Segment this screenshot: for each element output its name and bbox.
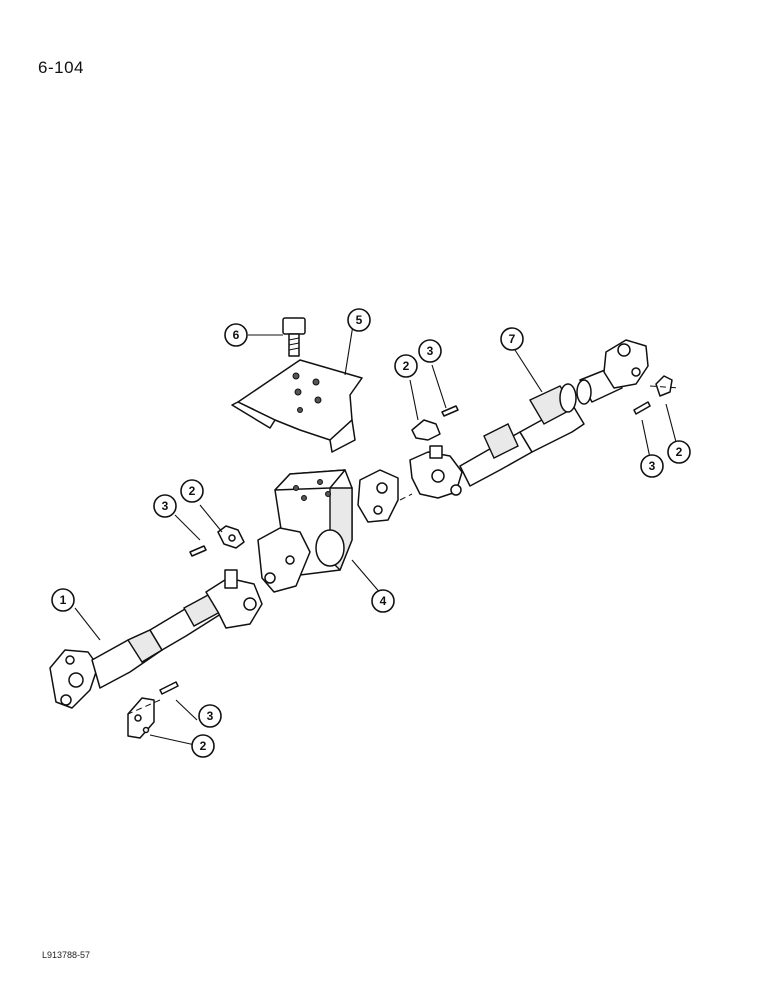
callout-3-front: 3 — [198, 704, 222, 728]
callout-2-center: 2 — [394, 354, 418, 378]
callout-2-left: 2 — [180, 479, 204, 503]
callout-5: 5 — [347, 308, 371, 332]
callout-3-rear: 3 — [640, 454, 664, 478]
center-bearing-housing — [257, 469, 399, 593]
callout-3-center: 3 — [418, 339, 442, 363]
callout-7: 7 — [500, 327, 524, 351]
callout-2-center-label: 2 — [403, 359, 410, 373]
callout-2-rear: 2 — [667, 440, 691, 464]
bolt-center — [441, 405, 459, 417]
bolt-rear — [633, 401, 651, 415]
leader-lines — [74, 324, 677, 746]
mounting-bracket — [231, 359, 363, 453]
callout-3-left: 3 — [153, 494, 177, 518]
callout-4-label: 4 — [380, 594, 387, 608]
callout-3-rear-label: 3 — [649, 459, 656, 473]
page-number: 6-104 — [38, 58, 84, 77]
figure-code: L913788-57 — [42, 950, 91, 960]
clamp-plate-front — [127, 697, 155, 739]
bolt-front — [159, 681, 179, 695]
callout-1: 1 — [51, 588, 75, 612]
callout-6: 6 — [224, 323, 248, 347]
clamp-strap-rear — [655, 375, 673, 397]
centerline-housing — [399, 493, 413, 501]
bolt-left — [189, 545, 207, 557]
clamp-strap-center — [411, 419, 441, 441]
callout-3-front-label: 3 — [207, 709, 214, 723]
callout-2-rear-label: 2 — [676, 445, 683, 459]
callout-1-label: 1 — [60, 593, 67, 607]
clamp-strap-left — [217, 525, 245, 549]
callout-2-left-label: 2 — [189, 484, 196, 498]
callout-2-front: 2 — [191, 734, 215, 758]
callout-3-center-label: 3 — [427, 344, 434, 358]
centerline-rear — [649, 385, 681, 389]
callout-4: 4 — [371, 589, 395, 613]
callout-3-left-label: 3 — [162, 499, 169, 513]
rear-driveshaft — [409, 339, 649, 499]
callout-2-front-label: 2 — [200, 739, 207, 753]
mounting-bolt — [282, 317, 306, 357]
centerline-front — [127, 699, 161, 715]
front-driveshaft — [49, 569, 263, 709]
callout-7-label: 7 — [509, 332, 516, 346]
callout-6-label: 6 — [233, 328, 240, 342]
callout-5-label: 5 — [356, 313, 363, 327]
